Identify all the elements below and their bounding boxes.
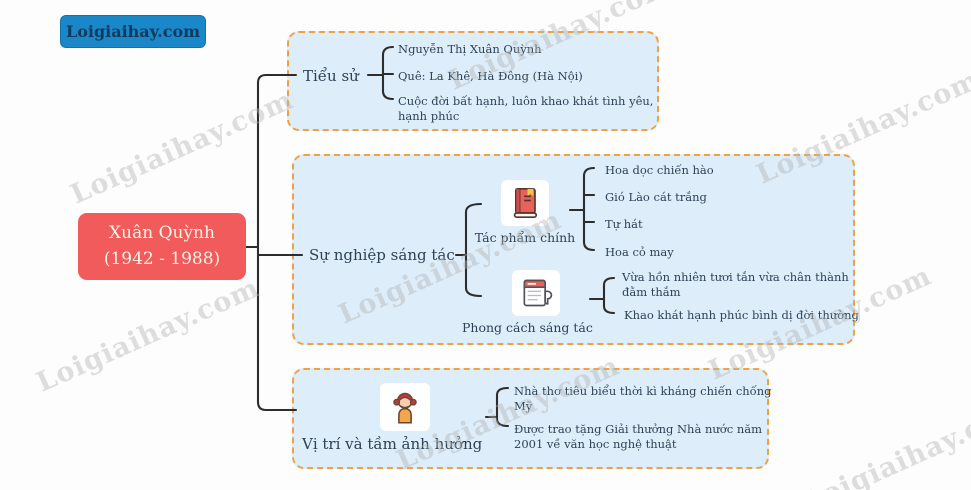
branch-label-influence: Vị trí và tầm ảnh hưởng (302, 435, 483, 453)
bio-item: Nguyễn Thị Xuân Quỳnh (398, 42, 542, 56)
influence-item: Được trao tặng Giải thưởng Nhà nước năm … (514, 422, 762, 451)
branch-label-career: Sự nghiệp sáng tác (309, 246, 455, 264)
work-item: Tự hát (605, 217, 643, 231)
book-icon (513, 188, 538, 218)
works-label: Tác phẩm chính (474, 230, 576, 245)
work-item: Hoa cỏ may (605, 245, 674, 259)
style-icon-card (512, 270, 560, 316)
logo-loigiaihay[interactable]: Loigiaihay.com (60, 15, 206, 48)
style-item: Vừa hồn nhiên tươi tắn vừa chân thành đằ… (622, 270, 849, 299)
bio-item: Quê: La Khê, Hà Đông (Hà Nội) (398, 69, 583, 83)
root-title: Xuân Quỳnh (109, 223, 215, 243)
person-icon (393, 392, 417, 424)
influence-item: Nhà thơ tiêu biểu thời kì kháng chiến ch… (514, 384, 772, 413)
influence-icon-card (380, 383, 430, 431)
work-item: Gió Lào cát trắng (605, 190, 707, 204)
watermark: Loigiaihay.com (799, 392, 971, 490)
works-icon-card (501, 180, 549, 226)
root-node: Xuân Quỳnh (1942 - 1988) (78, 213, 246, 280)
style-label: Phong cách sáng tác (462, 320, 593, 335)
branch-box-bio: Tiểu sử Nguyễn Thị Xuân Quỳnh Quê: La Kh… (287, 31, 659, 131)
branch-box-career: Sự nghiệp sáng tác Tác phẩm chính Hoa dọ… (292, 154, 859, 345)
branch-box-influence: Vị trí và tầm ảnh hưởng Nhà thơ tiêu biể… (292, 368, 772, 469)
watermark: Loigiaihay.com (32, 272, 265, 399)
style-item: Khao khát hạnh phúc bình dị đời thường (624, 308, 859, 322)
work-item: Hoa dọc chiến hào (605, 163, 714, 177)
watermark: Loigiaihay.com (66, 84, 299, 211)
root-years: (1942 - 1988) (103, 248, 221, 269)
branch-label-bio: Tiểu sử (303, 67, 359, 85)
document-icon (523, 279, 553, 307)
bio-item: Cuộc đời bất hạnh, luôn khao khát tình y… (398, 94, 654, 123)
